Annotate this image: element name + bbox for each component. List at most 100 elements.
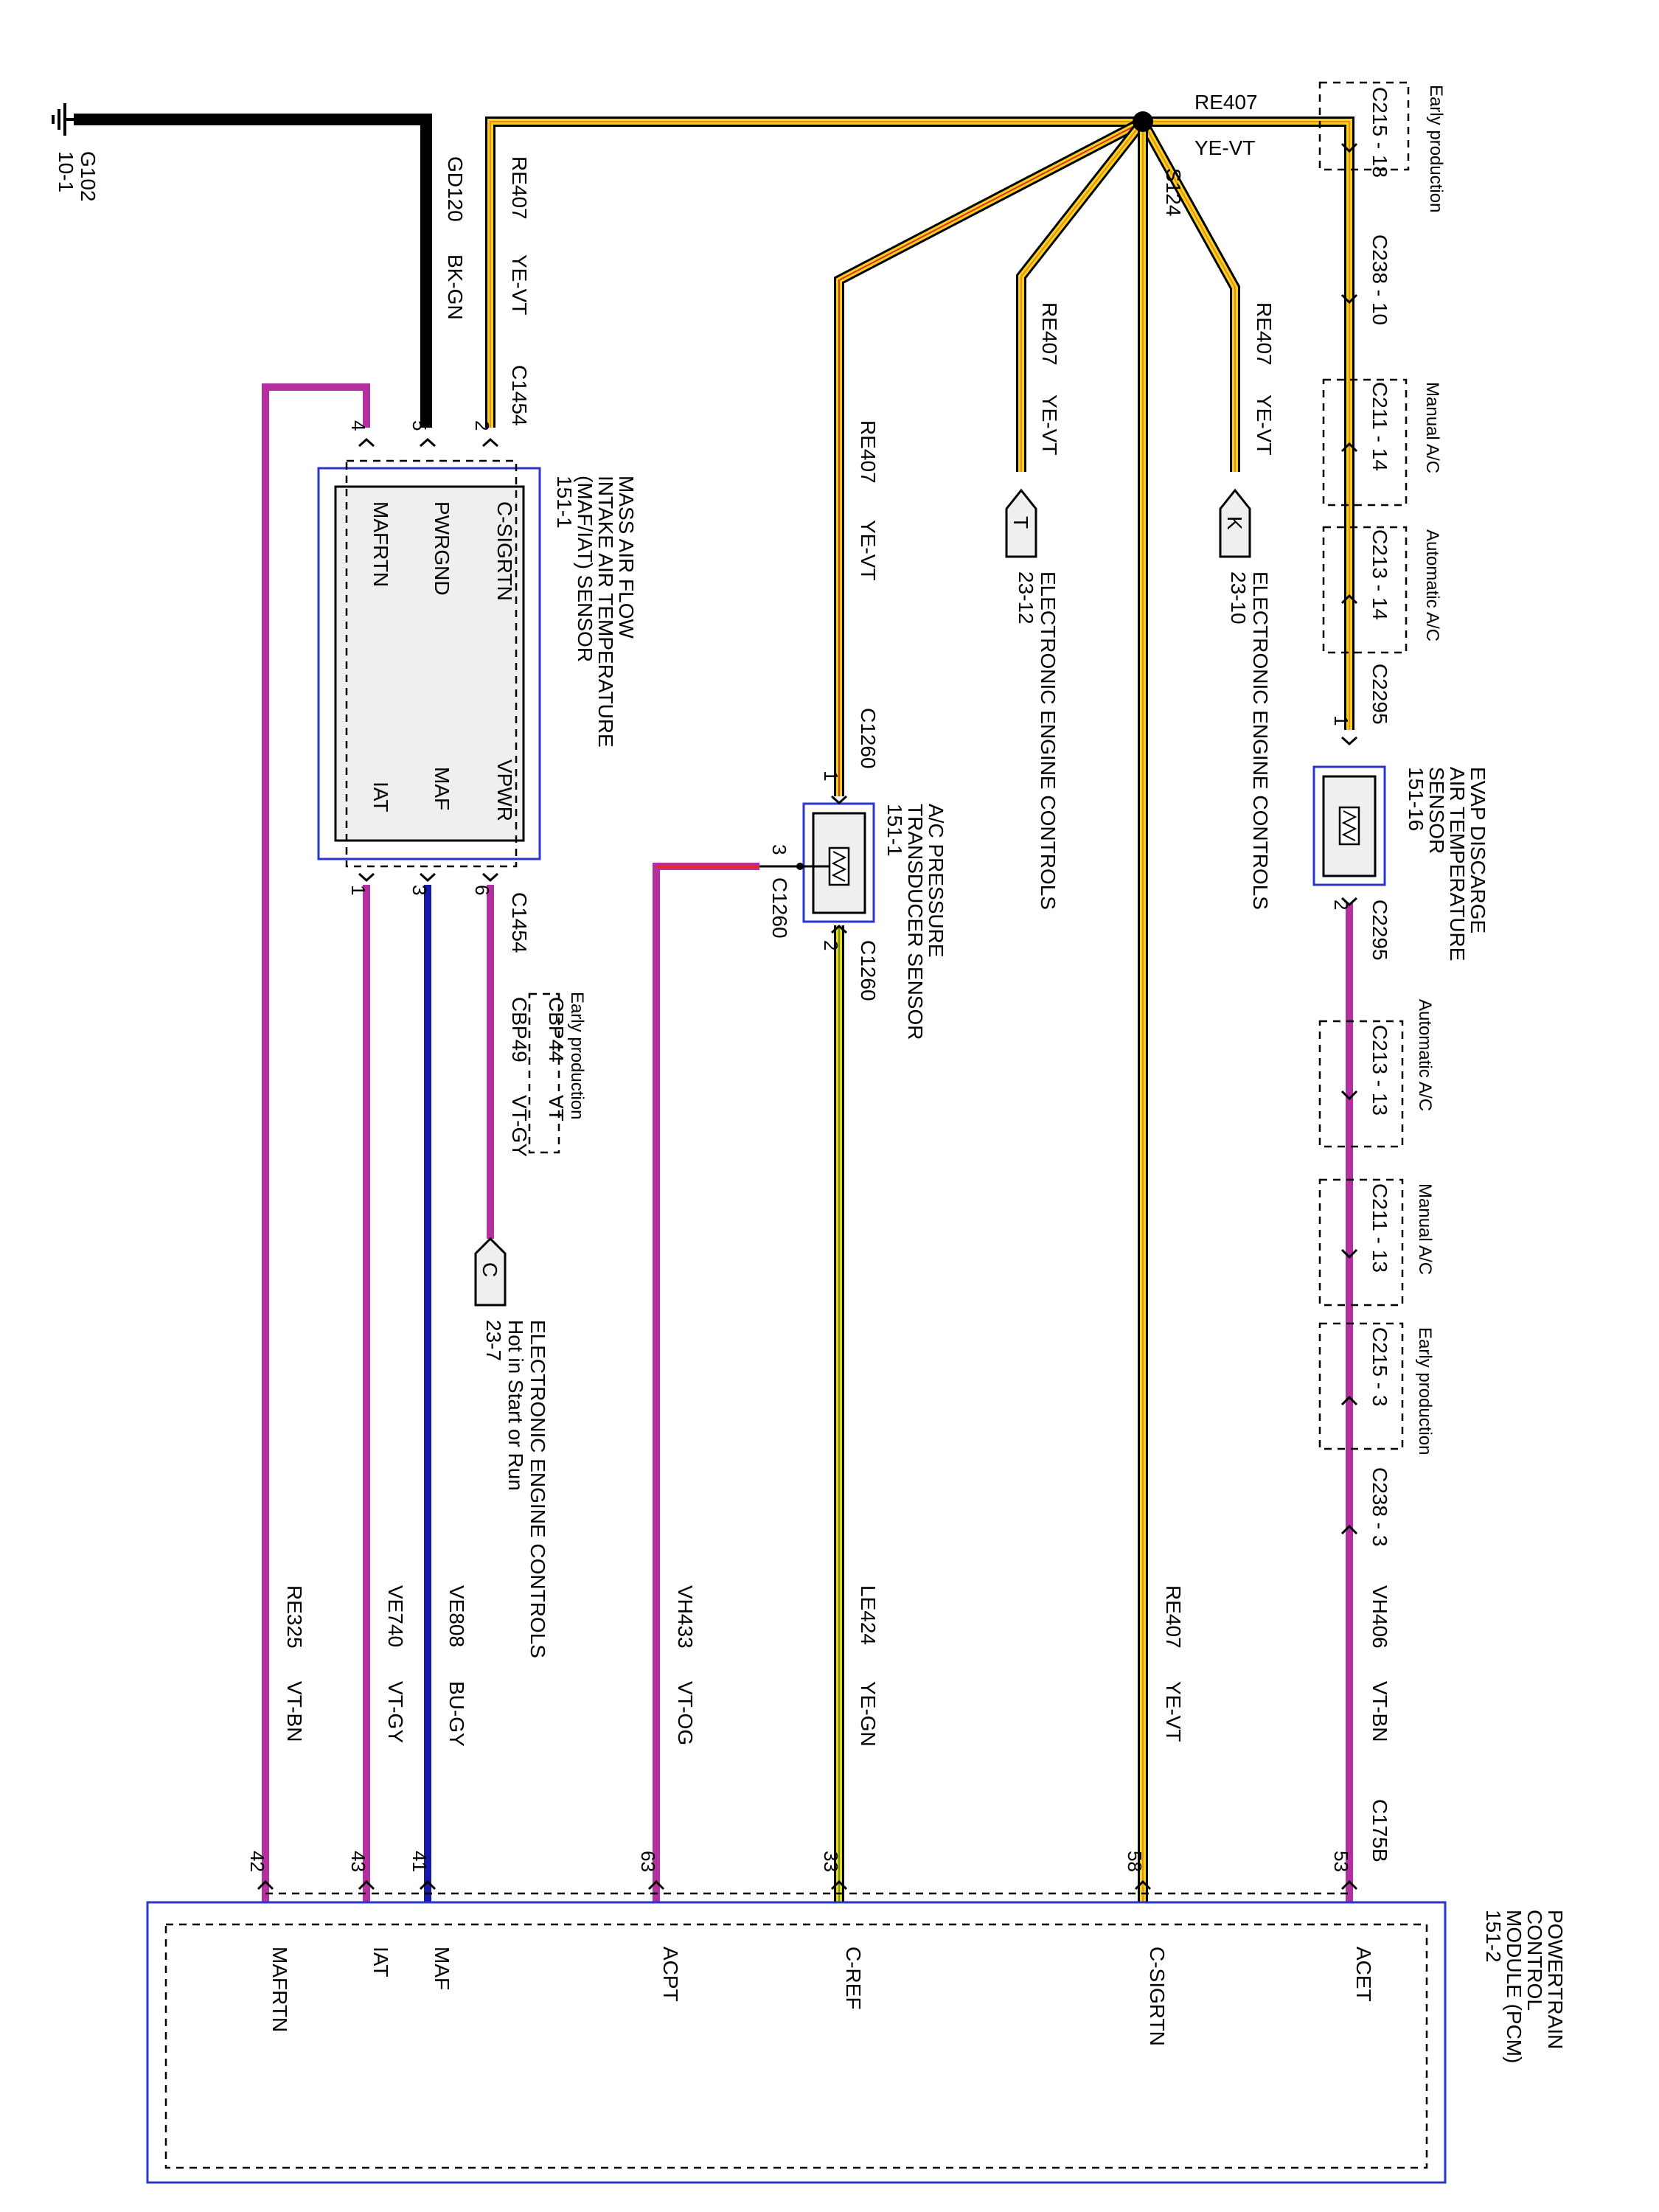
acp-pin-3: 3 (768, 844, 790, 855)
ref-t-letter: T (1009, 516, 1032, 529)
maf-pin-name-iat: IAT (369, 782, 392, 812)
label-vh433-color: VT-OG (674, 1681, 697, 1745)
label-cbp49: CBP49 (508, 997, 531, 1062)
label-c213-13: C213 - 13 (1368, 1025, 1391, 1116)
maf-sensor-connector-dash (345, 459, 518, 868)
ground-ref: 10-1 (55, 151, 77, 192)
maf-pin-name-pwrgnd: PWRGND (431, 501, 453, 596)
pcm-inner-dash (164, 1923, 1428, 2169)
pcm-title-4: 151-2 (1482, 1910, 1505, 1963)
evap-sensor (1312, 736, 1386, 907)
ref-c-line3: 23-7 (482, 1320, 505, 1361)
evap-title-2: AIR TEMPERATURE (1446, 767, 1469, 961)
maf-pin-5: 5 (408, 420, 431, 431)
pcm-pin-name-acpt: ACPT (659, 1947, 682, 2002)
label-ve740-circuit: VE740 (384, 1585, 407, 1647)
label-re407-horizontal-circuit: RE407 (1194, 91, 1258, 114)
maf-pin-name-maf: MAF (431, 767, 453, 810)
label-gd120-circuit: GD120 (444, 156, 467, 222)
ref-k-line1: ELECTRONIC ENGINE CONTROLS (1249, 571, 1272, 910)
label-c1260-1: C1260 (857, 708, 880, 769)
pcm-pin-name-iat: IAT (369, 1947, 392, 1977)
label-gd120-color: BK-GN (444, 254, 467, 320)
maf-pin-4: 4 (347, 420, 369, 431)
label-c1260-2: C1260 (857, 940, 880, 1001)
label-ve808-circuit: VE808 (445, 1585, 468, 1647)
box-c211-13 (1318, 1178, 1404, 1307)
box-c215-18 (1318, 81, 1410, 171)
label-c2295-1: C2295 (1368, 664, 1391, 725)
label-manual-ac-bottom: Manual A/C (1415, 1183, 1435, 1275)
pcm-pin-name-acet: ACET (1352, 1947, 1375, 2002)
label-cbp44: CBP44 (545, 997, 568, 1062)
label-c1454-top: C1454 (508, 365, 531, 426)
label-vh433-circuit: VH433 (674, 1585, 697, 1649)
label-early-prod-bottom: Early production (1415, 1327, 1435, 1455)
pcm-pin-41: 41 (408, 1851, 431, 1872)
pcm-pin-43: 43 (347, 1851, 369, 1872)
acp-title-2: TRANSDUCER SENSOR (904, 804, 927, 1040)
label-manual-ac-top: Manual A/C (1422, 382, 1442, 473)
maf-pin-6: 6 (471, 885, 493, 895)
pcm-title-3: MODULE (PCM) (1503, 1910, 1526, 2063)
label-auto-ac-bottom: Automatic A/C (1415, 999, 1435, 1111)
pcm-pin-name-maf: MAF (431, 1947, 453, 1990)
label-vh406-circuit: VH406 (1368, 1585, 1391, 1649)
label-ve740-color: VT-GY (384, 1681, 407, 1743)
label-c175b: C175B (1368, 1799, 1391, 1863)
wire-re407-acpt (834, 116, 1146, 796)
acp-title-3: 151-1 (883, 804, 906, 857)
ref-c-line1: ELECTRONIC ENGINE CONTROLS (526, 1320, 549, 1658)
maf-title-4: 151-1 (553, 476, 576, 529)
label-re407-acpt-color: YE-VT (857, 520, 880, 580)
maf-sensor-box (334, 485, 525, 842)
maf-title-1: MASS AIR FLOW (615, 476, 638, 639)
label-c238-10: C238 - 10 (1368, 234, 1391, 325)
wire-re325 (262, 383, 370, 1902)
pcm-pin-name-csigrtn: C-SIGRTN (1146, 1947, 1169, 2046)
pcm-frame (146, 1901, 1447, 2184)
pcm-title-1: POWERTRAIN (1544, 1910, 1567, 2049)
wires (74, 114, 1354, 1902)
maf-pin-name-mafrtn: MAFRTN (369, 501, 392, 587)
label-re407-pcm-circuit: RE407 (1162, 1585, 1185, 1649)
wire-vh433 (653, 863, 759, 1902)
label-c211-13: C211 - 13 (1368, 1183, 1391, 1273)
label-early-prod-left: Early production (567, 992, 587, 1119)
maf-title-2: INTAKE AIR TEMPERATURE (594, 476, 617, 748)
maf-sensor-frame (317, 467, 541, 860)
label-vh406-color: VT-BN (1368, 1681, 1391, 1742)
ref-c-line2: Hot in Start or Run (504, 1320, 527, 1491)
ref-k-letter: K (1223, 516, 1246, 530)
ref-c-letter: C (479, 1262, 501, 1277)
box-c213-13 (1318, 1020, 1404, 1148)
maf-pin-3: 3 (408, 885, 431, 895)
label-cbp44-color: VT (545, 1095, 568, 1121)
label-re407-t-color: YE-VT (1038, 394, 1061, 455)
ref-tag-t (1005, 488, 1037, 558)
label-c1260-3: C1260 (768, 877, 791, 939)
evap-title-3: SENSOR (1425, 767, 1448, 854)
evap-pin-2: 2 (1330, 900, 1352, 910)
label-re407-acpt-circuit: RE407 (857, 420, 880, 484)
box-c213-14 (1322, 526, 1408, 654)
label-c1454-bottom: C1454 (508, 892, 531, 953)
label-c215-18: C215 - 18 (1368, 87, 1391, 178)
label-early-prod-top: Early production (1426, 85, 1446, 212)
label-le424-circuit: LE424 (857, 1585, 880, 1645)
evap-pin-1: 1 (1330, 715, 1352, 726)
pcm-pin-63: 63 (637, 1851, 659, 1872)
label-c2295-2: C2295 (1368, 900, 1391, 961)
pcm-pin-58: 58 (1124, 1851, 1146, 1872)
label-le424-color: YE-GN (857, 1681, 880, 1747)
label-re407-pcm-color: YE-VT (1162, 1681, 1185, 1742)
label-re407-k-circuit: RE407 (1253, 302, 1276, 366)
evap-title-4: 151-16 (1405, 767, 1427, 831)
ground-id: G102 (77, 151, 100, 202)
pcm-module (146, 1879, 1447, 2184)
labels: G102 10-1 GD120 BK-GN RE407 YE-VT C1454 … (55, 85, 1567, 2063)
pcm-pin-33: 33 (820, 1851, 842, 1872)
label-splice: S124 (1162, 168, 1185, 216)
maf-pin-1: 1 (347, 885, 369, 895)
label-c211-14: C211 - 14 (1368, 382, 1391, 471)
